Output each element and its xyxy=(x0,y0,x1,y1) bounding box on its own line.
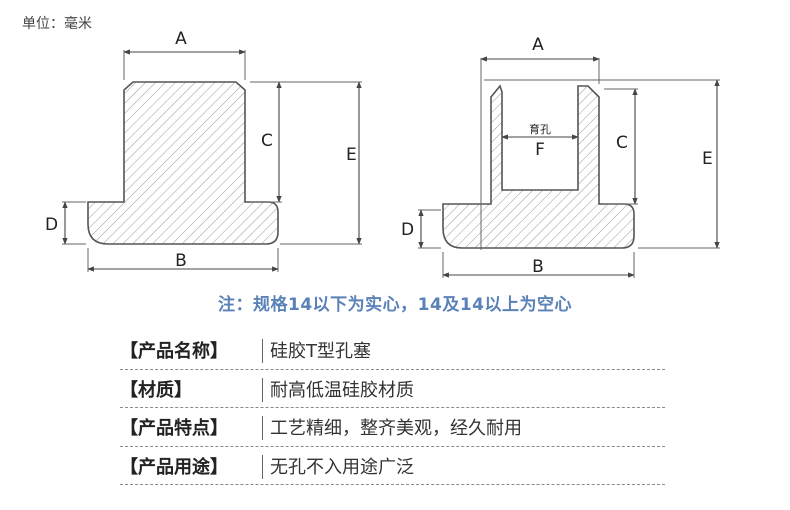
dim-label-b-right: B xyxy=(532,257,544,277)
spec-row-features: 【产品特点】 工艺精细，整齐美观，经久耐用 xyxy=(120,408,665,447)
solid-plug-diagram: A C E D B xyxy=(45,29,362,272)
dim-label-d: D xyxy=(45,215,58,235)
unit-label: 单位：毫米 xyxy=(22,16,92,32)
solid-plug-section xyxy=(87,81,279,245)
hollow-plug-section xyxy=(442,84,635,249)
spec-value: 耐高低温硅胶材质 xyxy=(270,379,414,401)
hole-label: 育孔 xyxy=(529,122,551,136)
dim-label-f: F xyxy=(535,140,545,160)
dim-label-e: E xyxy=(346,145,357,165)
dim-label-c-right: C xyxy=(616,133,628,153)
spec-table: 【产品名称】 硅胶T型孔塞 【材质】 耐高低温硅胶材质 【产品特点】 工艺精细，… xyxy=(120,331,665,485)
dim-label-a: A xyxy=(175,29,187,49)
spec-note: 注：规格14以下为实心，14及14以上为空心 xyxy=(218,295,572,315)
dimension-diagrams: A C E D B 育孔 F A C E D xyxy=(45,29,720,278)
divider xyxy=(262,454,263,479)
spec-value: 无孔不入用途广泛 xyxy=(270,456,414,478)
dim-label-d-right: D xyxy=(401,220,414,240)
dim-label-a-right: A xyxy=(532,35,544,55)
spec-value: 工艺精细，整齐美观，经久耐用 xyxy=(270,418,522,439)
dim-label-b: B xyxy=(175,251,187,271)
hollow-plug-diagram: 育孔 F A C E D B xyxy=(401,35,720,278)
dim-label-e-right: E xyxy=(702,149,713,169)
divider xyxy=(262,377,263,402)
divider xyxy=(262,339,263,363)
spec-label: 【产品特点】 xyxy=(120,418,228,439)
spec-value: 硅胶T型孔塞 xyxy=(270,341,371,362)
divider xyxy=(262,416,263,440)
spec-row-material: 【材质】 耐高低温硅胶材质 xyxy=(120,370,665,408)
spec-row-usage: 【产品用途】 无孔不入用途广泛 xyxy=(120,447,665,485)
spec-label: 【产品用途】 xyxy=(120,456,228,478)
dim-label-c: C xyxy=(261,131,273,151)
spec-label: 【产品名称】 xyxy=(120,341,228,362)
spec-label: 【材质】 xyxy=(120,379,192,401)
spec-row-name: 【产品名称】 硅胶T型孔塞 xyxy=(120,331,665,370)
